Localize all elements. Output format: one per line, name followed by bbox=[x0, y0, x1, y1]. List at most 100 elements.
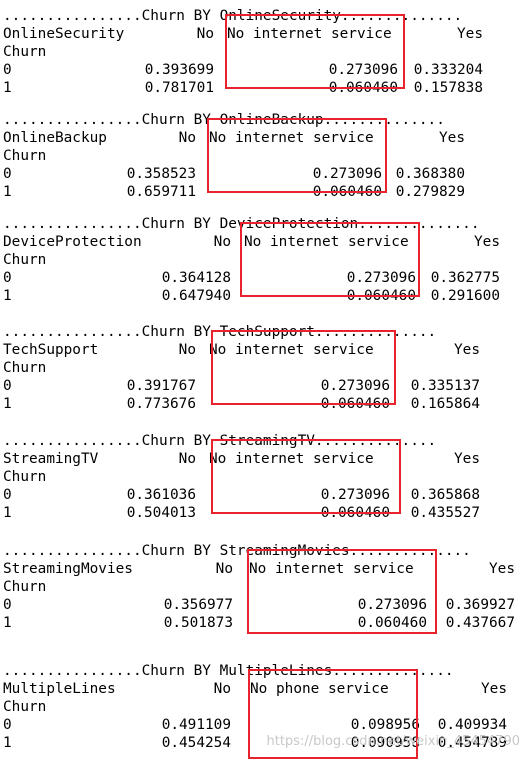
crosstab-block: ................Churn BY DeviceProtectio… bbox=[0, 208, 528, 316]
row-label: 1 bbox=[3, 184, 12, 200]
table-title: ................Churn BY StreamingTV....… bbox=[3, 433, 437, 449]
value-middle: 0.273096 bbox=[312, 166, 382, 182]
row-label: 1 bbox=[3, 735, 12, 751]
column-header-yes: Yes bbox=[474, 234, 500, 250]
watermark: https://blog.csdn.net/weixin_45454790 bbox=[266, 734, 520, 749]
value-no: 0.358523 bbox=[126, 166, 196, 182]
value-middle: 0.090958 bbox=[350, 735, 420, 751]
index-name: Churn bbox=[3, 699, 47, 715]
row-label: 0 bbox=[3, 62, 12, 78]
column-header-no: No bbox=[213, 681, 231, 697]
column-header-no: No bbox=[178, 451, 196, 467]
value-no: 0.356977 bbox=[163, 597, 233, 613]
column-header-no: No bbox=[215, 561, 233, 577]
value-yes: 0.368380 bbox=[395, 166, 465, 182]
column-header-no: No bbox=[213, 234, 231, 250]
highlight-box bbox=[207, 118, 387, 193]
column-header-yes: Yes bbox=[439, 130, 465, 146]
crosstab-block: ................Churn BY TechSupport....… bbox=[0, 316, 528, 424]
index-name: Churn bbox=[3, 148, 47, 164]
value-yes: 0.435527 bbox=[410, 505, 480, 521]
value-yes: 0.365868 bbox=[410, 487, 480, 503]
crosstab-block: ................Churn BY OnlineBackup...… bbox=[0, 104, 528, 212]
crosstab-block: ................Churn BY OnlineSecurity.… bbox=[0, 0, 528, 108]
column-header-middle: No internet service bbox=[209, 342, 374, 358]
row-label: 0 bbox=[3, 597, 12, 613]
value-no: 0.781701 bbox=[144, 80, 214, 96]
value-no: 0.501873 bbox=[163, 615, 233, 631]
table-title: ................Churn BY OnlineBackup...… bbox=[3, 112, 445, 128]
value-no: 0.504013 bbox=[126, 505, 196, 521]
row-label: 0 bbox=[3, 378, 12, 394]
crosstab-block: ................Churn BY StreamingTV....… bbox=[0, 425, 528, 533]
value-middle: 0.273096 bbox=[328, 62, 398, 78]
column-header-yes: Yes bbox=[454, 342, 480, 358]
feature-name: MultipleLines bbox=[3, 681, 116, 697]
value-middle: 0.273096 bbox=[320, 378, 390, 394]
value-no: 0.454254 bbox=[161, 735, 231, 751]
column-header-middle: No internet service bbox=[249, 561, 414, 577]
row-label: 1 bbox=[3, 288, 12, 304]
value-no: 0.391767 bbox=[126, 378, 196, 394]
column-header-yes: Yes bbox=[454, 451, 480, 467]
feature-name: StreamingMovies bbox=[3, 561, 133, 577]
index-name: Churn bbox=[3, 44, 47, 60]
value-yes: 0.333204 bbox=[413, 62, 483, 78]
column-header-yes: Yes bbox=[489, 561, 515, 577]
value-yes: 0.165864 bbox=[410, 396, 480, 412]
column-header-middle: No internet service bbox=[244, 234, 409, 250]
highlight-box bbox=[247, 549, 437, 634]
crosstab-block: ................Churn BY StreamingMovies… bbox=[0, 535, 528, 643]
column-header-no: No bbox=[196, 26, 214, 42]
highlight-box bbox=[211, 439, 401, 514]
index-name: Churn bbox=[3, 469, 47, 485]
feature-name: OnlineSecurity bbox=[3, 26, 125, 42]
value-yes: 0.437667 bbox=[445, 615, 515, 631]
value-middle: 0.098956 bbox=[350, 717, 420, 733]
value-yes: 0.335137 bbox=[410, 378, 480, 394]
value-middle: 0.273096 bbox=[357, 597, 427, 613]
row-label: 0 bbox=[3, 487, 12, 503]
index-name: Churn bbox=[3, 252, 47, 268]
row-label: 1 bbox=[3, 80, 12, 96]
highlight-box bbox=[225, 14, 405, 89]
value-no: 0.659711 bbox=[126, 184, 196, 200]
column-header-middle: No internet service bbox=[209, 130, 374, 146]
value-no: 0.393699 bbox=[144, 62, 214, 78]
value-yes: 0.362775 bbox=[430, 270, 500, 286]
highlight-box bbox=[248, 669, 418, 759]
table-title: ................Churn BY OnlineSecurity.… bbox=[3, 8, 463, 24]
column-header-no: No bbox=[178, 130, 196, 146]
table-title: ................Churn BY StreamingMovies… bbox=[3, 543, 471, 559]
value-no: 0.361036 bbox=[126, 487, 196, 503]
row-label: 1 bbox=[3, 615, 12, 631]
table-title: ................Churn BY DeviceProtectio… bbox=[3, 216, 480, 232]
value-yes: 0.291600 bbox=[430, 288, 500, 304]
column-header-yes: Yes bbox=[457, 26, 483, 42]
feature-name: OnlineBackup bbox=[3, 130, 107, 146]
value-no: 0.364128 bbox=[161, 270, 231, 286]
column-header-middle: No internet service bbox=[227, 26, 392, 42]
highlight-box bbox=[240, 222, 420, 297]
value-no: 0.491109 bbox=[161, 717, 231, 733]
value-middle: 0.273096 bbox=[320, 487, 390, 503]
row-label: 0 bbox=[3, 166, 12, 182]
value-middle: 0.273096 bbox=[346, 270, 416, 286]
feature-name: StreamingTV bbox=[3, 451, 99, 467]
feature-name: DeviceProtection bbox=[3, 234, 142, 250]
value-middle: 0.060460 bbox=[357, 615, 427, 631]
value-yes: 0.454789 bbox=[437, 735, 507, 751]
row-label: 0 bbox=[3, 717, 12, 733]
value-no: 0.647940 bbox=[161, 288, 231, 304]
row-label: 1 bbox=[3, 505, 12, 521]
value-yes: 0.279829 bbox=[395, 184, 465, 200]
column-header-middle: No internet service bbox=[209, 451, 374, 467]
value-yes: 0.409934 bbox=[437, 717, 507, 733]
value-no: 0.773676 bbox=[126, 396, 196, 412]
column-header-no: No bbox=[178, 342, 196, 358]
value-yes: 0.369927 bbox=[445, 597, 515, 613]
index-name: Churn bbox=[3, 579, 47, 595]
table-title: ................Churn BY TechSupport....… bbox=[3, 324, 437, 340]
column-header-yes: Yes bbox=[481, 681, 507, 697]
table-title: ................Churn BY MultipleLines..… bbox=[3, 663, 454, 679]
